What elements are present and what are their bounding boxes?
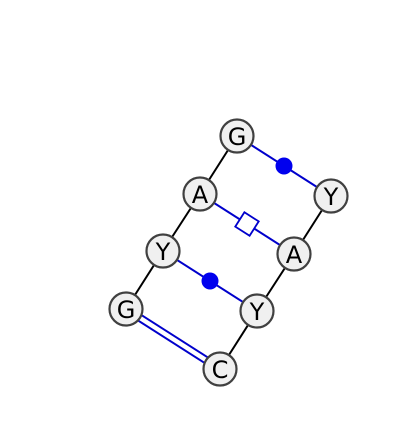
nucleotide-y1: Y bbox=[145, 233, 181, 269]
nucleotide-y3: Y bbox=[239, 293, 275, 329]
base-pair-layer bbox=[123, 135, 332, 373]
base-pair-y1-y3 bbox=[162, 250, 258, 312]
nucleotide-c1: C bbox=[202, 351, 238, 387]
nucleotide-circle bbox=[108, 291, 144, 327]
nucleotide-circle bbox=[202, 351, 238, 387]
base-pair-a1-a2 bbox=[199, 193, 295, 255]
nucleotide-y2: Y bbox=[313, 178, 349, 214]
base-pair-g2-c1 bbox=[123, 305, 223, 373]
pair-line bbox=[127, 305, 223, 368]
pair-line bbox=[123, 310, 219, 373]
nucleotide-circle bbox=[313, 178, 349, 214]
nucleotide-circle bbox=[219, 118, 255, 154]
nucleotide-label: Y bbox=[155, 238, 171, 266]
nucleotide-circle bbox=[239, 293, 275, 329]
filled-circle-marker bbox=[201, 272, 219, 290]
nucleotide-label: Y bbox=[249, 298, 265, 326]
nucleotide-circle bbox=[182, 176, 218, 212]
nucleotide-g2: G bbox=[108, 291, 144, 327]
nucleotide-label: A bbox=[192, 181, 209, 209]
nucleotide-g1: G bbox=[219, 118, 255, 154]
nucleotide-circle bbox=[145, 233, 181, 269]
nucleotide-label: G bbox=[228, 123, 247, 151]
nucleotide-label: Y bbox=[323, 183, 339, 211]
base-pair-g1-y2 bbox=[236, 135, 332, 197]
nucleotide-a2: A bbox=[276, 236, 312, 272]
filled-circle-marker bbox=[275, 157, 293, 175]
nucleotide-label: A bbox=[286, 241, 303, 269]
nucleotide-layer: G A Y G Y A Y C bbox=[108, 118, 349, 387]
nucleotide-circle bbox=[276, 236, 312, 272]
nucleotide-label: C bbox=[212, 356, 229, 384]
nucleotide-label: G bbox=[117, 296, 136, 324]
nucleotide-a1: A bbox=[182, 176, 218, 212]
open-square-marker bbox=[234, 211, 260, 237]
